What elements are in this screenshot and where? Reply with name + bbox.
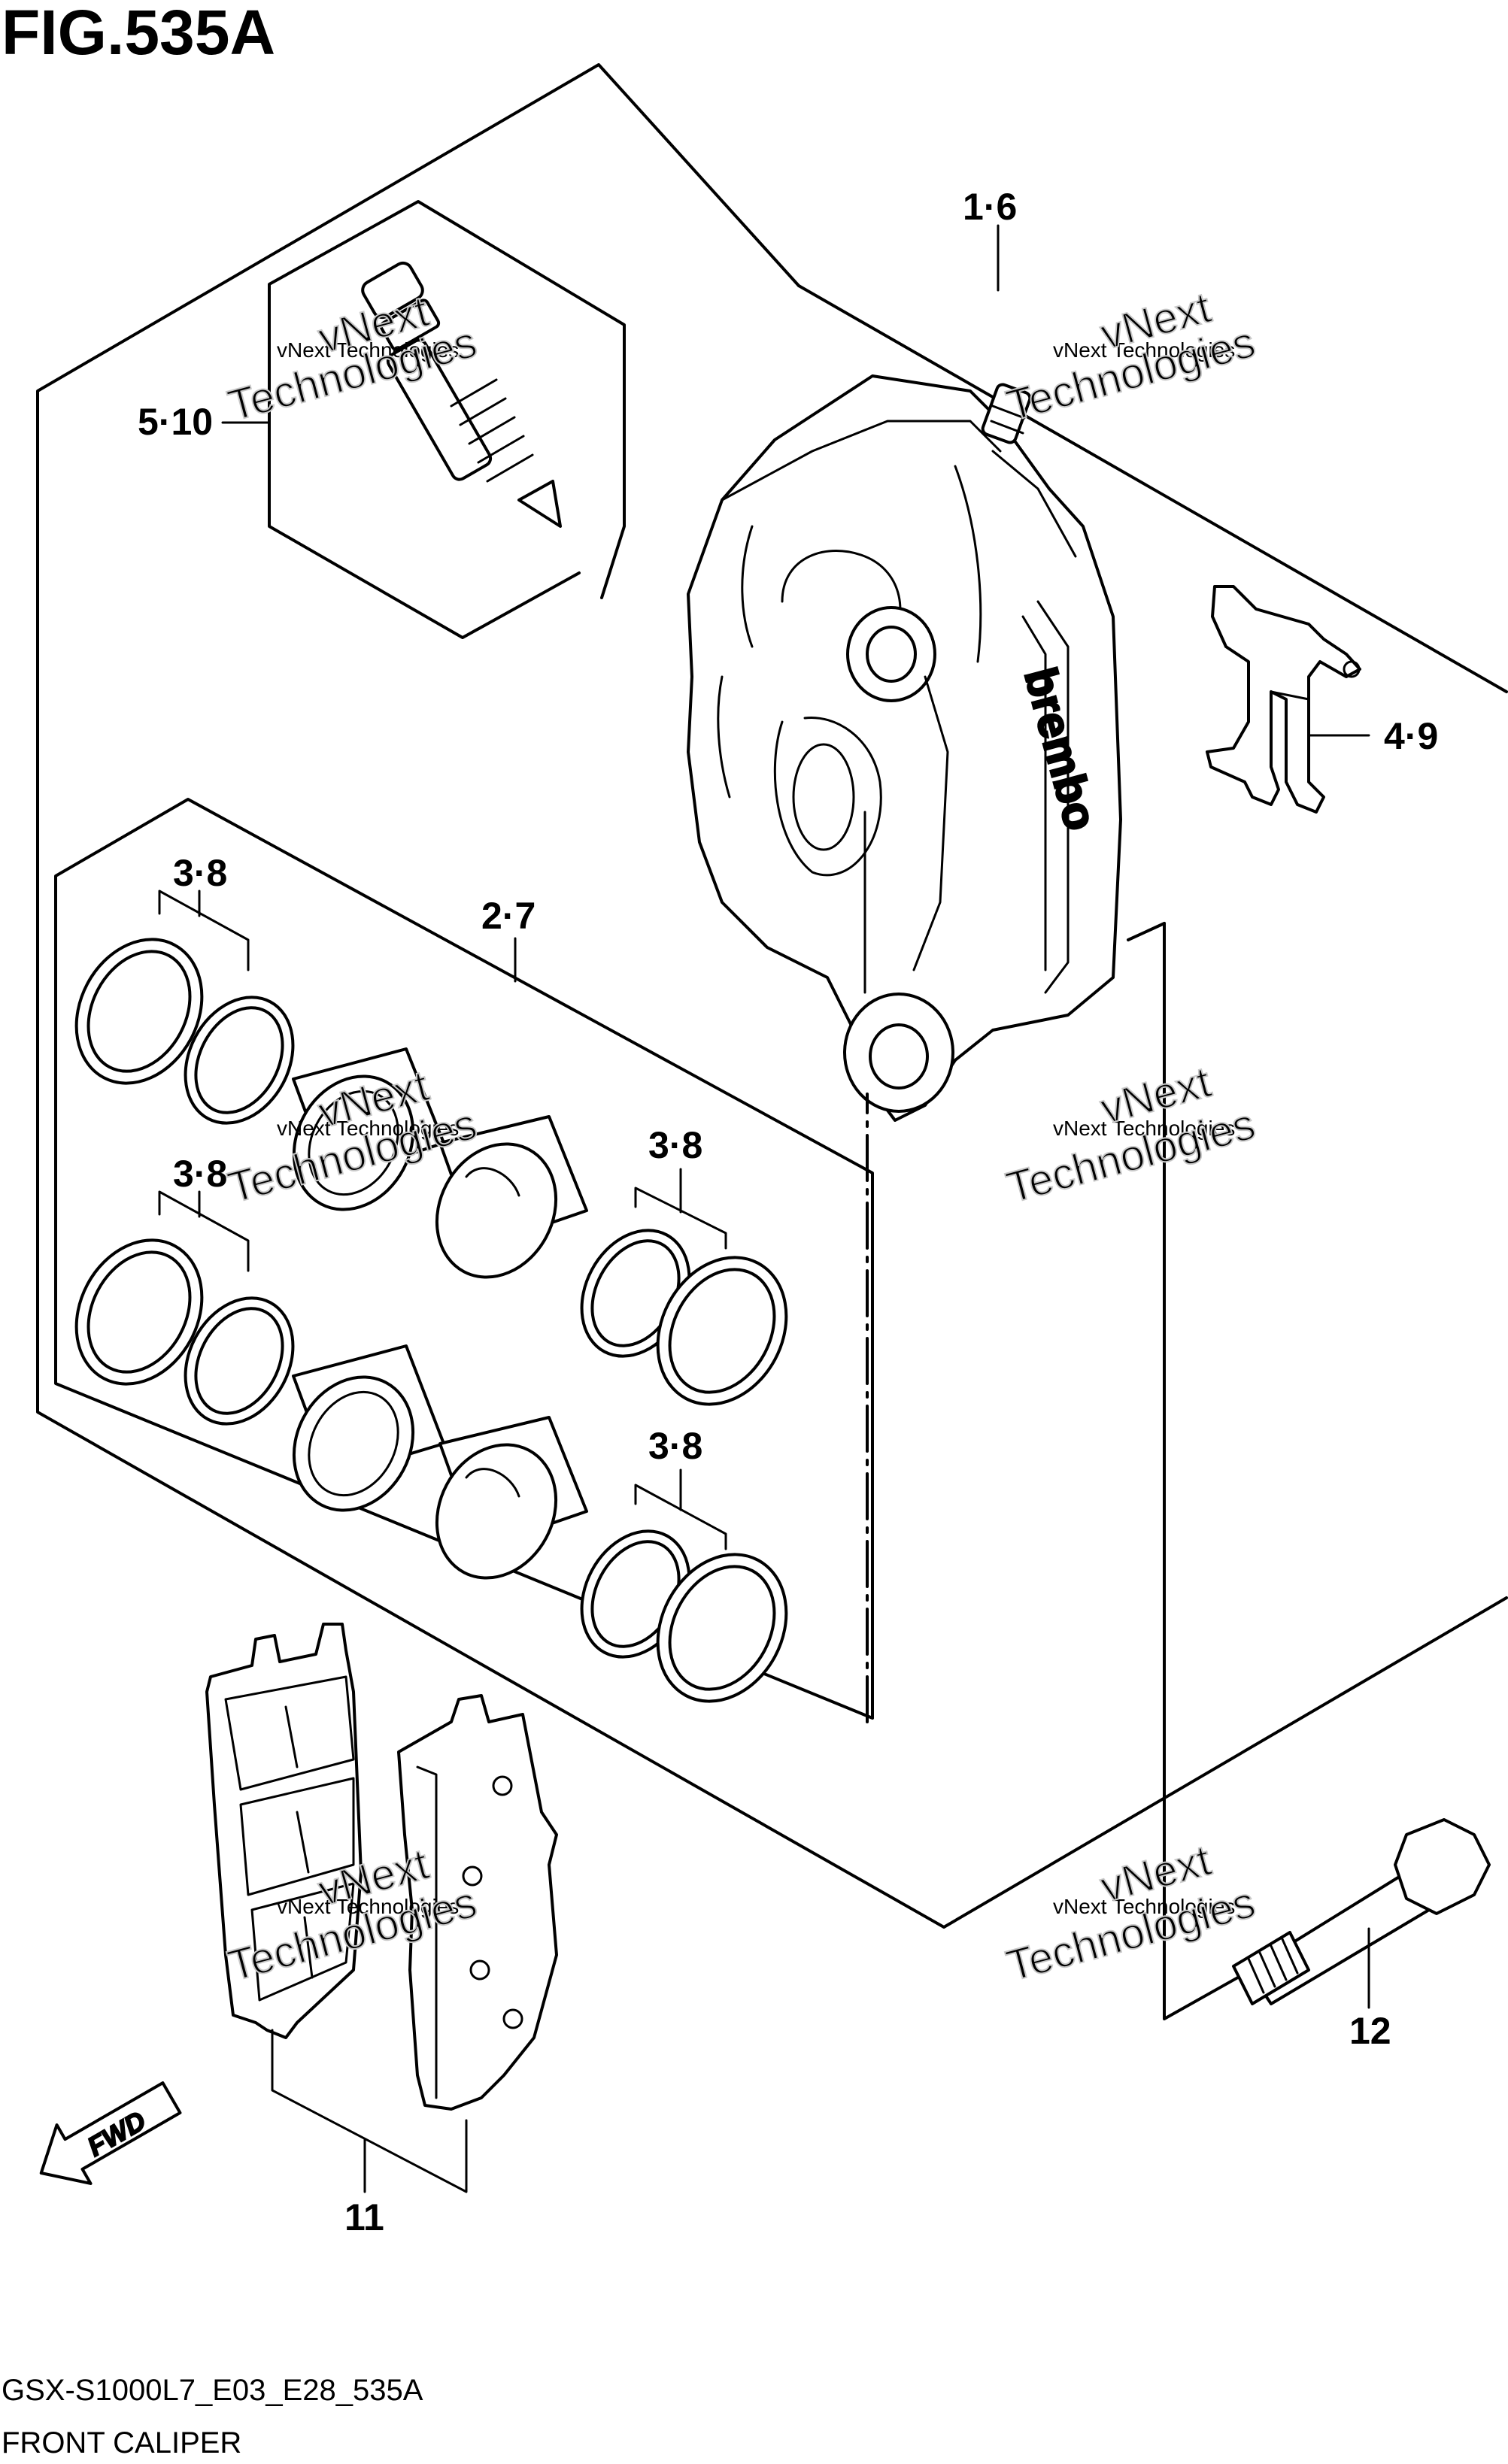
callout-bleeder-valve: 5·10 — [138, 401, 213, 443]
callout-pad-spring: 4·9 — [1384, 715, 1438, 757]
caliper-mounting-bolt — [1232, 1818, 1491, 2005]
watermark-text: vNext Technologies — [277, 338, 459, 362]
pad-spring — [1206, 585, 1361, 814]
callout-seal-top-left: 3·8 — [173, 852, 227, 894]
seal-set-mid-right — [580, 1229, 788, 1406]
piston-top-left — [292, 1047, 445, 1211]
bracket-seal-top-left — [158, 890, 250, 971]
assembly-outline — [36, 63, 1508, 1929]
callout-piston-kit: 2·7 — [481, 895, 536, 937]
figure-caption: FRONT CALIPER — [2, 2426, 241, 2459]
callout-seal-bottom-right: 3·8 — [648, 1425, 702, 1467]
assembly-outline-right — [797, 284, 1508, 693]
watermark-text: vNext Technologies — [277, 1895, 459, 1918]
model-code: GSX-S1000L7_E03_E28_535A — [2, 2374, 423, 2407]
callout-brake-pads: 11 — [344, 2196, 384, 2238]
seal-set-top-left — [74, 938, 295, 1125]
watermark-bottom-right: vNext Technologies Technologies vNext — [1001, 1835, 1261, 1991]
bolt-bracket-top — [1127, 922, 1166, 941]
watermark-text: vNext Technologies — [1053, 1117, 1235, 1140]
brake-pad-left — [205, 1623, 363, 2039]
piston-top-right — [435, 1115, 588, 1279]
watermark-text: vNext Technologies — [1053, 338, 1235, 362]
brake-pad-right — [397, 1694, 558, 2111]
piston-kit-frame — [54, 798, 874, 1720]
bleeder-inset-frame — [268, 200, 626, 639]
brake-caliper-body: brembo — [687, 374, 1122, 1122]
callout-seal-mid-right: 3·8 — [648, 1124, 702, 1166]
watermark-mid-right: vNext Technologies Technologies vNext — [1001, 1056, 1261, 1213]
bleeder-valve — [361, 261, 562, 528]
watermark-text: vNext Technologies — [1053, 1895, 1235, 1918]
watermark-top-right: vNext Technologies Technologies vNext — [1001, 282, 1261, 431]
bracket-seal-mid-left — [158, 1190, 250, 1272]
callout-caliper: 1·6 — [963, 186, 1017, 228]
figure-title: FIG.535A — [2, 0, 275, 68]
piston-bottom-left — [292, 1344, 445, 1512]
seal-set-mid-left — [74, 1238, 295, 1426]
bracket-brake-pads — [271, 2029, 468, 2193]
seal-set-bottom-right — [580, 1529, 788, 1703]
callout-seal-mid-left: 3·8 — [173, 1153, 227, 1195]
watermark-text: vNext Technologies — [277, 1117, 459, 1140]
callout-bolt: 12 — [1349, 2010, 1391, 2052]
piston-bottom-right — [435, 1416, 588, 1580]
fwd-direction-arrow: FWD — [39, 2081, 182, 2185]
